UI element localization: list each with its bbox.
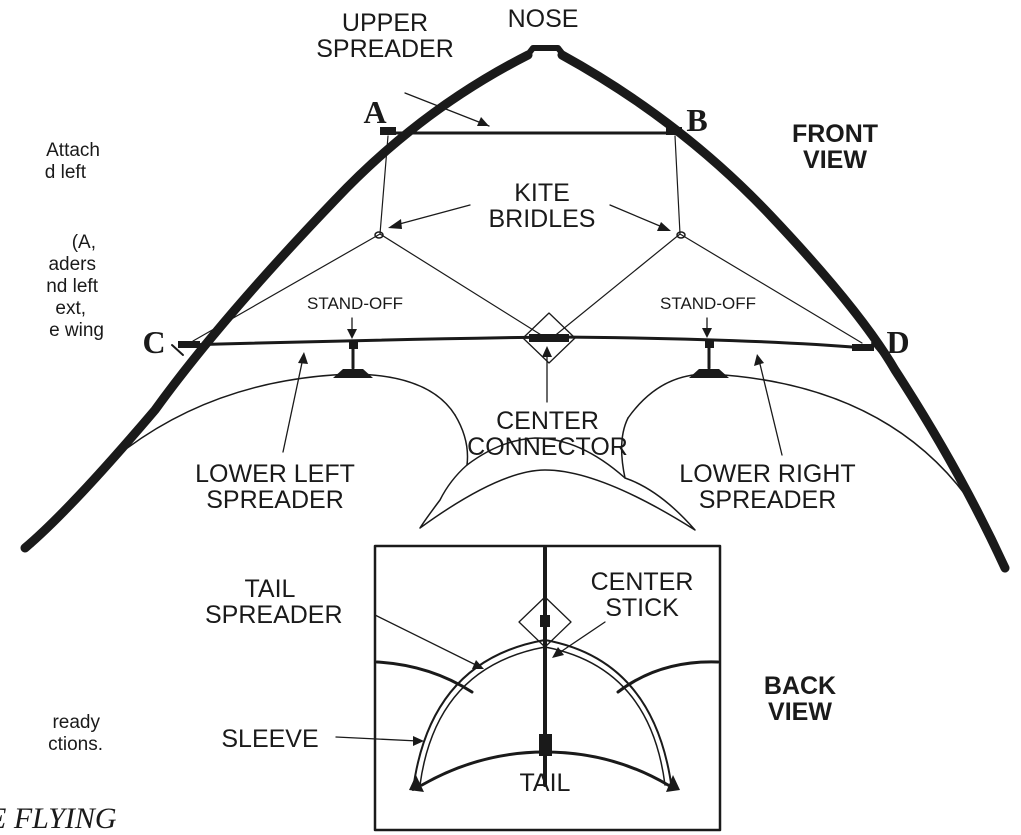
label-lower-right-spreader: LOWER RIGHT SPREADER <box>679 460 856 514</box>
center-sail <box>454 414 629 479</box>
center-connector-block <box>529 334 569 342</box>
cropped-heading: E FLYING <box>0 802 117 835</box>
drawing-mark <box>20 45 1010 832</box>
lower-left-leader <box>282 357 304 453</box>
fitting-a <box>380 127 396 135</box>
label-tail: TAIL <box>519 769 571 797</box>
drawing-mark <box>702 328 712 338</box>
label-nose: NOSE <box>507 5 579 33</box>
drawing-mark <box>298 352 308 364</box>
drawing-mark <box>347 329 357 339</box>
back-tail-block <box>539 734 552 756</box>
cropped-text-line1: Attach <box>46 140 100 161</box>
leading-edge-right <box>557 50 1010 573</box>
cropped-text-line8: ready <box>52 712 100 733</box>
drawing-mark <box>754 354 764 366</box>
label-lower-left-spreader: LOWER LEFT SPREADER <box>195 460 355 514</box>
upper-spreader-leader <box>404 92 490 127</box>
bridle-left-to-center <box>379 233 547 339</box>
center-sail-lower <box>419 464 696 531</box>
cropped-text-line3: (A, <box>71 232 96 253</box>
center-connector-diamond <box>522 312 576 364</box>
bridle-ring-left <box>374 231 384 239</box>
label-center-stick: CENTER STICK <box>590 568 694 622</box>
back-view-frame <box>373 544 722 832</box>
front-view-title: FRONT VIEW <box>791 120 879 174</box>
center-stick-leader <box>555 621 606 656</box>
lower-spreader <box>184 335 868 350</box>
nose-cap <box>523 45 568 60</box>
standoff-left-cap <box>349 340 358 349</box>
leading-edge-left <box>20 50 533 553</box>
bridle-leader-left <box>391 204 471 227</box>
standoff-right-cap <box>705 339 714 348</box>
back-view-title: BACK VIEW <box>763 672 837 726</box>
cropped-text-line7: e wing <box>49 320 104 341</box>
tail-spreader-leader <box>374 614 481 668</box>
label-center-connector: CENTER CONNECTOR <box>467 407 628 461</box>
drawing-mark <box>413 736 424 746</box>
wing-sail-left <box>32 373 456 547</box>
lower-right-leader <box>758 359 783 456</box>
drawing-mark <box>552 647 564 658</box>
label-sleeve: SLEEVE <box>221 725 319 753</box>
drawing-mark <box>657 222 671 231</box>
cropped-text-line9: ctions. <box>48 734 103 755</box>
drawing-mark <box>388 219 402 229</box>
fitting-b <box>666 127 682 135</box>
bridle-ring-right <box>676 231 686 239</box>
label-point-a: A <box>363 94 387 130</box>
cropped-text-line2: d left <box>44 162 86 183</box>
sleeve-leader <box>335 736 419 742</box>
cropped-text-line4: aders <box>48 254 96 275</box>
label-point-c: C <box>142 324 166 360</box>
drawing-mark <box>542 346 552 357</box>
edge-tip-c <box>171 344 184 356</box>
bridle-leader-right <box>609 204 668 230</box>
sleeve-tip-right <box>666 775 680 792</box>
drawing-mark <box>477 117 489 126</box>
label-standoff-left: STAND-OFF <box>306 294 403 313</box>
cropped-text-line6: ext, <box>55 298 86 319</box>
fitting-c <box>178 341 200 348</box>
bridle-right-to-center <box>551 233 681 339</box>
back-connector-block <box>540 615 550 627</box>
edge-tip-d <box>871 342 883 356</box>
label-point-d: D <box>886 324 910 360</box>
fitting-d <box>852 344 874 351</box>
sleeve-tip-left <box>409 775 424 792</box>
tail-spreader-outer <box>412 639 673 791</box>
back-wing-right <box>616 660 720 694</box>
label-tail-spreader: TAIL SPREADER <box>205 575 343 629</box>
label-standoff-right: STAND-OFF <box>659 294 756 313</box>
label-kite-bridles: KITE BRIDLES <box>488 179 596 233</box>
wing-sail-right <box>627 373 1001 553</box>
sleeve-curve <box>420 750 670 787</box>
back-wing-left <box>375 660 474 694</box>
cropped-text-line5: nd left <box>46 276 98 297</box>
label-upper-spreader: UPPER SPREADER <box>316 9 454 63</box>
label-point-b: B <box>686 102 708 138</box>
drawing-mark <box>472 660 484 669</box>
tail-spreader-inner <box>419 646 666 786</box>
